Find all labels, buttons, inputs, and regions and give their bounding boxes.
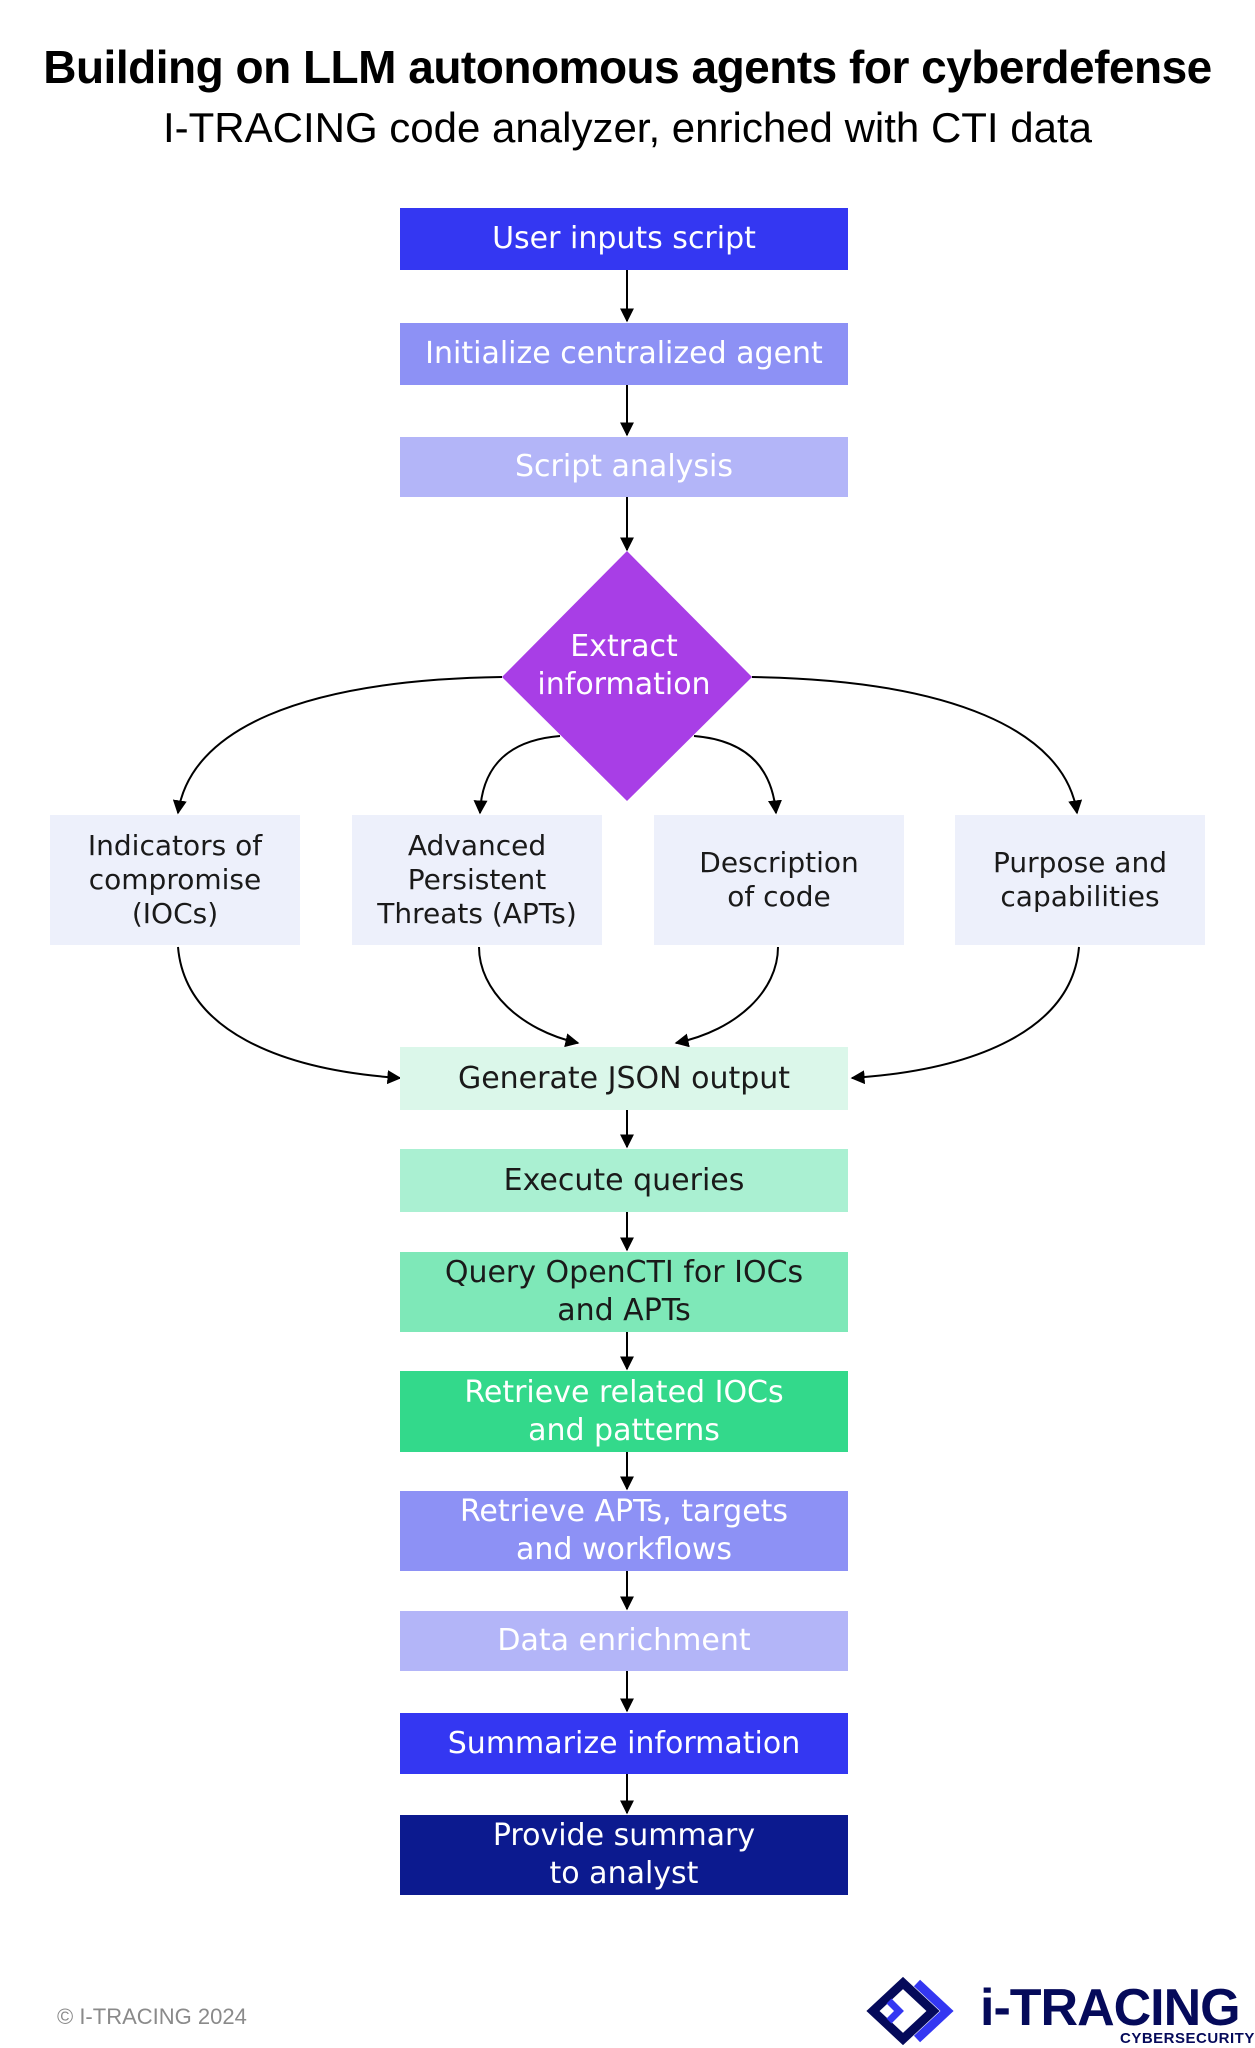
- arrow-to-apts: [473, 735, 561, 815]
- page-subtitle: I-TRACING code analyzer, enriched with C…: [162, 104, 1093, 151]
- step-label: User inputs script: [492, 221, 756, 256]
- step-user-inputs-script: User inputs script: [400, 208, 848, 270]
- arrow-to-purpose: [751, 676, 1083, 815]
- brand-name: i-TRACING: [980, 1979, 1241, 2037]
- branch-description: Description of code: [654, 815, 904, 945]
- step-execute-queries: Execute queries: [400, 1149, 848, 1212]
- step-summarize: Summarize information: [400, 1713, 848, 1774]
- arrow-from-apts: [478, 946, 580, 1048]
- step-provide-summary: Provide summary to analyst: [400, 1815, 848, 1895]
- arrow-from-iocs: [177, 946, 402, 1085]
- branch-label: Purpose and capabilities: [993, 846, 1167, 913]
- arrow-from-description: [674, 946, 779, 1048]
- step-label: Execute queries: [503, 1162, 745, 1198]
- step-label: Initialize centralized agent: [425, 336, 823, 371]
- page-title: Building on LLM autonomous agents for cy…: [43, 41, 1212, 93]
- arrow-from-purpose: [850, 946, 1080, 1085]
- i-tracing-logo-icon: [866, 1976, 954, 2045]
- step-label: Data enrichment: [497, 1623, 751, 1658]
- step-generate-json: Generate JSON output: [400, 1047, 848, 1110]
- branch-iocs: Indicators of compromise (IOCs): [50, 815, 300, 945]
- step-label: Retrieve APTs, targets and workflows: [459, 1494, 789, 1567]
- branch-apts: Advanced Persistent Threats (APTs): [352, 815, 602, 945]
- step-data-enrichment: Data enrichment: [400, 1611, 848, 1671]
- branch-label: Advanced Persistent Threats (APTs): [377, 829, 577, 930]
- arrow-to-description: [693, 735, 782, 815]
- branch-label: Indicators of compromise (IOCs): [87, 829, 263, 930]
- branch-label: Description of code: [699, 846, 859, 913]
- step-initialize-agent: Initialize centralized agent: [400, 323, 848, 385]
- step-script-analysis: Script analysis: [400, 437, 848, 497]
- step-label: Provide summary to analyst: [492, 1818, 756, 1891]
- branch-purpose: Purpose and capabilities: [955, 815, 1205, 945]
- step-label: Generate JSON output: [457, 1060, 791, 1096]
- step-retrieve-apts: Retrieve APTs, targets and workflows: [400, 1491, 848, 1571]
- brand-tagline: CYBERSECURITY: [1120, 2030, 1255, 2047]
- step-label: Retrieve related IOCs and patterns: [464, 1374, 784, 1448]
- step-label: Script analysis: [514, 449, 733, 484]
- decision-diamond: [502, 551, 752, 801]
- arrow-to-iocs: [172, 676, 503, 815]
- step-retrieve-iocs: Retrieve related IOCs and patterns: [400, 1371, 848, 1452]
- copyright-notice: © I-TRACING 2024: [57, 2004, 247, 2029]
- step-label: Query OpenCTI for IOCs and APTs: [444, 1255, 804, 1328]
- step-query-opencti: Query OpenCTI for IOCs and APTs: [400, 1252, 848, 1332]
- decision-label: Extract information: [537, 629, 711, 702]
- step-label: Summarize information: [447, 1725, 801, 1761]
